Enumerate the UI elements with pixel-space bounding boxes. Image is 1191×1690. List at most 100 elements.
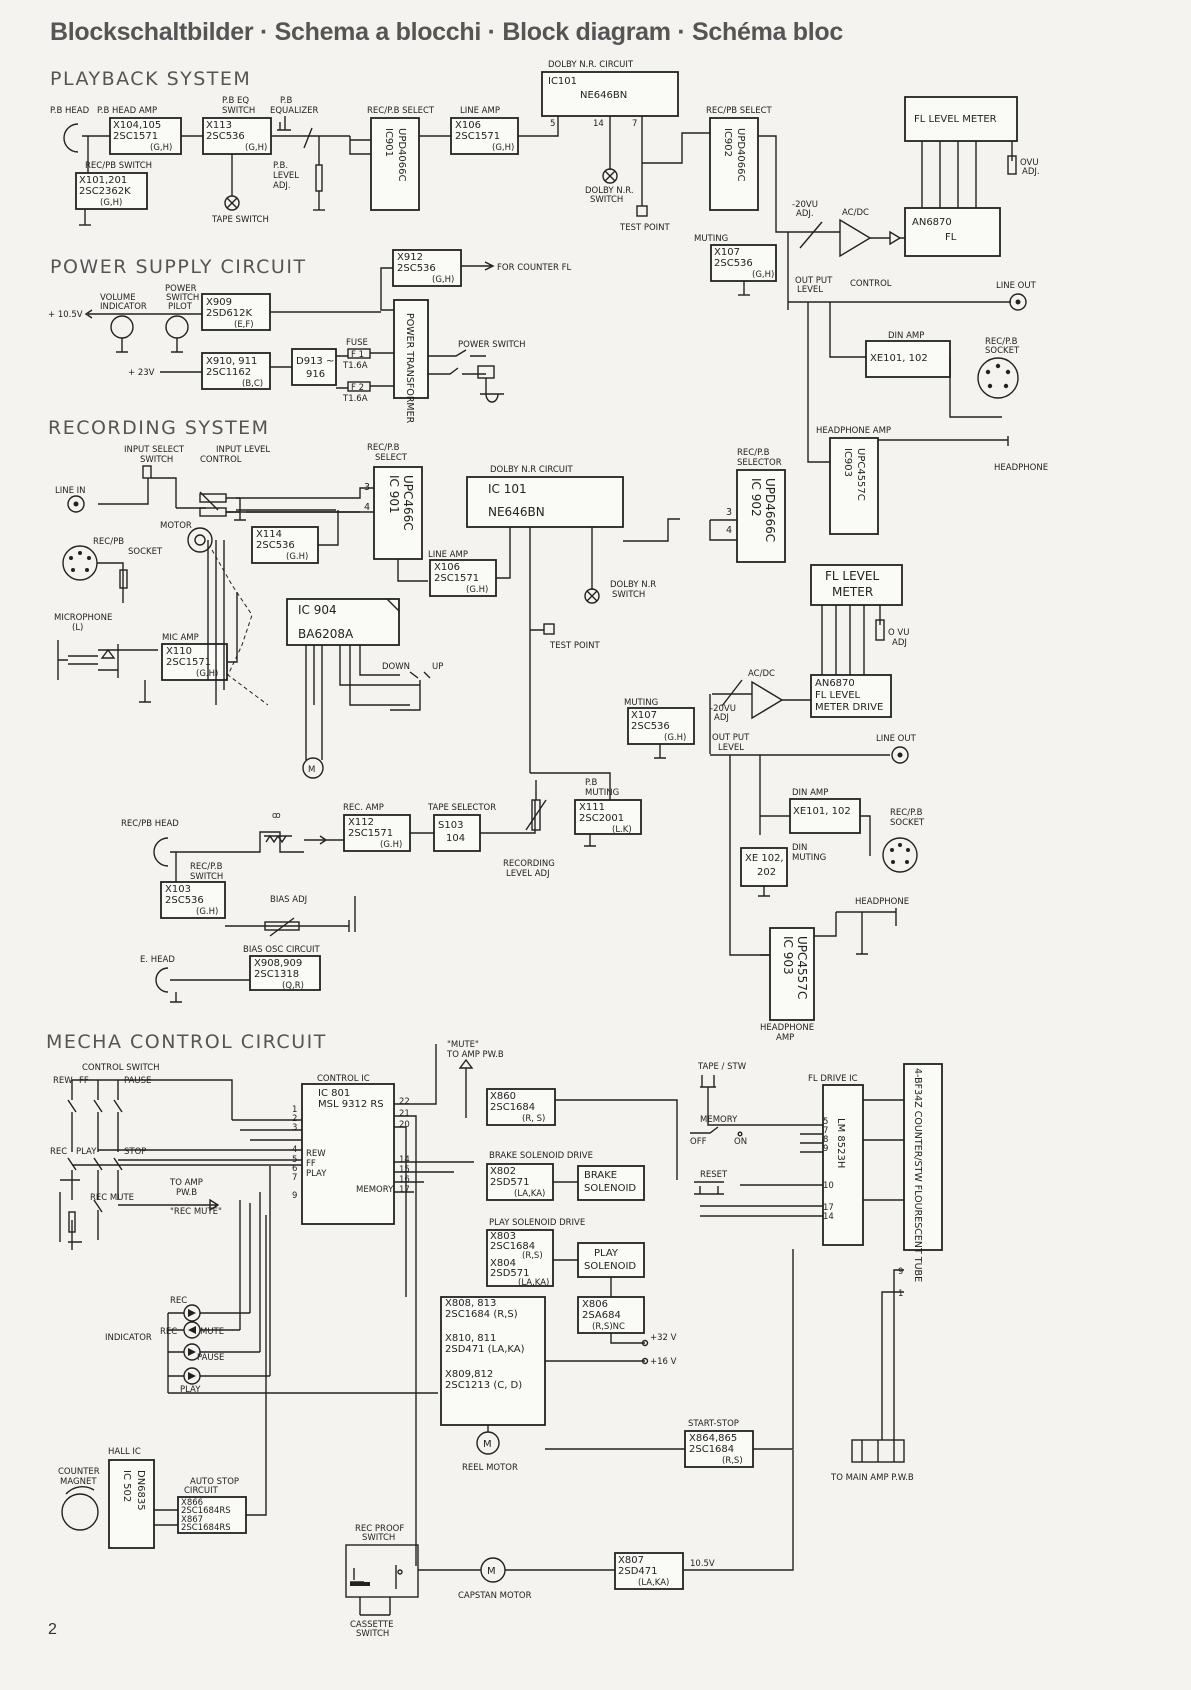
x910-box <box>201 352 271 390</box>
pb-din-amp-box-text: XE101, 102 <box>870 353 928 364</box>
rec-ic903-line2: UPC4557C <box>795 936 809 999</box>
control-ic-label: CONTROL IC <box>317 1074 370 1084</box>
rec-din-amp-box-text: XE101, 102 <box>793 806 851 817</box>
pb-eq-box-line1: X113 <box>206 120 232 131</box>
pb-head-amp-label: P.B HEAD AMP <box>97 106 157 116</box>
x114-box <box>251 526 319 564</box>
x910-line1: X910, 911 <box>206 356 257 367</box>
fuse-f2-rating: T1.6A <box>342 394 368 404</box>
pb-muting-line2: 2SC536 <box>714 258 753 269</box>
x114-line1: X114 <box>256 529 282 540</box>
play-switch-label: PLAY <box>76 1147 97 1157</box>
lm8523h-pins: 5 7 8 9 10 17 14 <box>823 1117 834 1222</box>
rec-pb-switch-box-line2: 2SC2362K <box>79 186 131 197</box>
line-in-label: LINE IN <box>55 486 86 496</box>
d913-line1: D913 ~ <box>296 356 334 367</box>
x807-line2: 2SD471 <box>618 1566 658 1577</box>
rew-label: REW <box>53 1076 73 1086</box>
rec-din-amp-box <box>789 798 861 834</box>
ic502-line2: DN6835 <box>135 1470 146 1511</box>
x808-line2: 2SC1684 (R,S) <box>445 1309 518 1320</box>
rec-an6870-line2: FL LEVEL <box>815 690 861 701</box>
pb-an6870-line2: FL <box>945 232 957 243</box>
power-switch-pilot-label3: PILOT <box>168 302 193 312</box>
lm8523h-label: LM 8523H <box>835 1118 846 1168</box>
ic801-inner-ff: FF <box>306 1159 316 1169</box>
ic502-line1: IC 502 <box>121 1470 132 1502</box>
ic904-motor-m: M <box>308 765 315 775</box>
rec-an6870-line3: METER DRIVE <box>815 702 883 713</box>
motor-label: MOTOR <box>160 521 192 531</box>
volume-indicator-label2: INDICATOR <box>100 302 147 312</box>
x111-line1: X111 <box>579 802 605 813</box>
rec-dolby-box <box>466 476 624 528</box>
x112-line2: 2SC1571 <box>348 828 393 839</box>
page-title: Blockschaltbilder · Schema a blocchi · B… <box>50 18 843 46</box>
pb-headphone-amp-label: HEADPHONE AMP <box>816 426 891 436</box>
rec-pb-head-symbol <box>153 837 169 867</box>
x807-box <box>614 1552 684 1590</box>
play-solenoid-line1: PLAY <box>594 1248 619 1259</box>
input-select-label1: INPUT SELECT <box>124 445 185 455</box>
ic801-inner-play: PLAY <box>306 1169 327 1179</box>
stop-switch-label: STOP <box>124 1147 146 1157</box>
pb-test-point-label: TEST POINT <box>619 223 671 233</box>
x112-line3: (G.H) <box>380 840 402 850</box>
x908-line1: X908,909 <box>254 958 302 969</box>
ic801-inner-memory: MEMORY <box>356 1185 394 1195</box>
rec-pb-switch-label2: SWITCH <box>190 872 223 882</box>
rec-pb-select-label2: SELECT <box>375 453 408 463</box>
memory-label: MEMORY <box>700 1115 738 1125</box>
power-pilot-lamp-icon <box>165 315 189 339</box>
rec-pb-switch-box <box>75 172 148 210</box>
ic801-pin-22: 22 <box>399 1097 410 1107</box>
line-in-jack-icon <box>67 495 85 513</box>
rec-level-adj-label1: RECORDING <box>503 859 555 869</box>
ic904-box <box>286 598 400 646</box>
xe102-line2: 202 <box>757 867 776 878</box>
power-switch-pilot-label2: SWITCH <box>166 293 199 303</box>
x908-line3: (Q,R) <box>282 981 304 991</box>
x808-line1: X808, 813 <box>445 1298 496 1309</box>
x912-box <box>392 249 462 287</box>
rec-pb-switch-box-line1: X101,201 <box>79 175 127 186</box>
pb-line-amp-line3: (G,H) <box>492 143 514 153</box>
rec-ovu-adj-label2: ADJ <box>892 638 907 648</box>
indicator-label: INDICATOR <box>105 1333 152 1343</box>
counter-magnet-label1: COUNTER <box>58 1467 100 1477</box>
rec-fl-level-meter-line1: FL LEVEL <box>825 569 879 583</box>
section-title-power: POWER SUPPLY CIRCUIT <box>50 256 307 278</box>
mute-to-amp-label1: "MUTE" <box>447 1040 479 1050</box>
rec-din-socket-label1: REC/P.B <box>890 808 923 818</box>
x802-line1: X802 <box>490 1166 516 1177</box>
bias-adj-label: BIAS ADJ <box>270 895 307 905</box>
pb-dolby-pin14: 14 <box>593 119 604 129</box>
x864-line3: (R,S) <box>722 1456 743 1466</box>
fl-pin-8: 8 <box>823 1135 828 1145</box>
pb-level-adj-label1: P.B. <box>273 161 288 171</box>
x912-line1: X912 <box>397 252 423 263</box>
pb-acdc-label: AC/DC <box>842 208 869 218</box>
x803-line1: X803 <box>490 1231 516 1242</box>
x866-line3: X867 <box>181 1515 203 1525</box>
rec-level-adj-label2: LEVEL ADJ <box>506 869 550 879</box>
pause-label: PAUSE <box>124 1076 151 1086</box>
x860-line3: (R, S) <box>522 1114 545 1124</box>
capstan-motor-m: M <box>487 1566 496 1577</box>
ic902-pb-line2: UPD4066C <box>735 128 746 181</box>
rec-pb-switch-label1: REC/P.B <box>190 862 223 872</box>
x910-line2: 2SC1162 <box>206 367 251 378</box>
pb-muting-label2: MUTING <box>585 788 619 798</box>
rec-dolby-switch-label2: SWITCH <box>612 590 645 600</box>
x866-line1: X866 <box>181 1498 203 1508</box>
x909-box <box>201 293 271 331</box>
ic801-pin-21: 21 <box>399 1109 410 1119</box>
pb-muting-label1: P.B <box>585 778 598 788</box>
counter-magnet-icon <box>61 1493 99 1531</box>
rec-ic902-pin4: 4 <box>726 525 732 536</box>
ic801-pin-3: 3 <box>292 1123 297 1133</box>
rec-pb-selector-label1: REC/P.B <box>737 448 770 458</box>
pb-dolby-switch-label2: SWITCH <box>590 195 623 205</box>
x110-line2: 2SC1571 <box>166 657 211 668</box>
x103-line2: 2SC536 <box>165 895 204 906</box>
